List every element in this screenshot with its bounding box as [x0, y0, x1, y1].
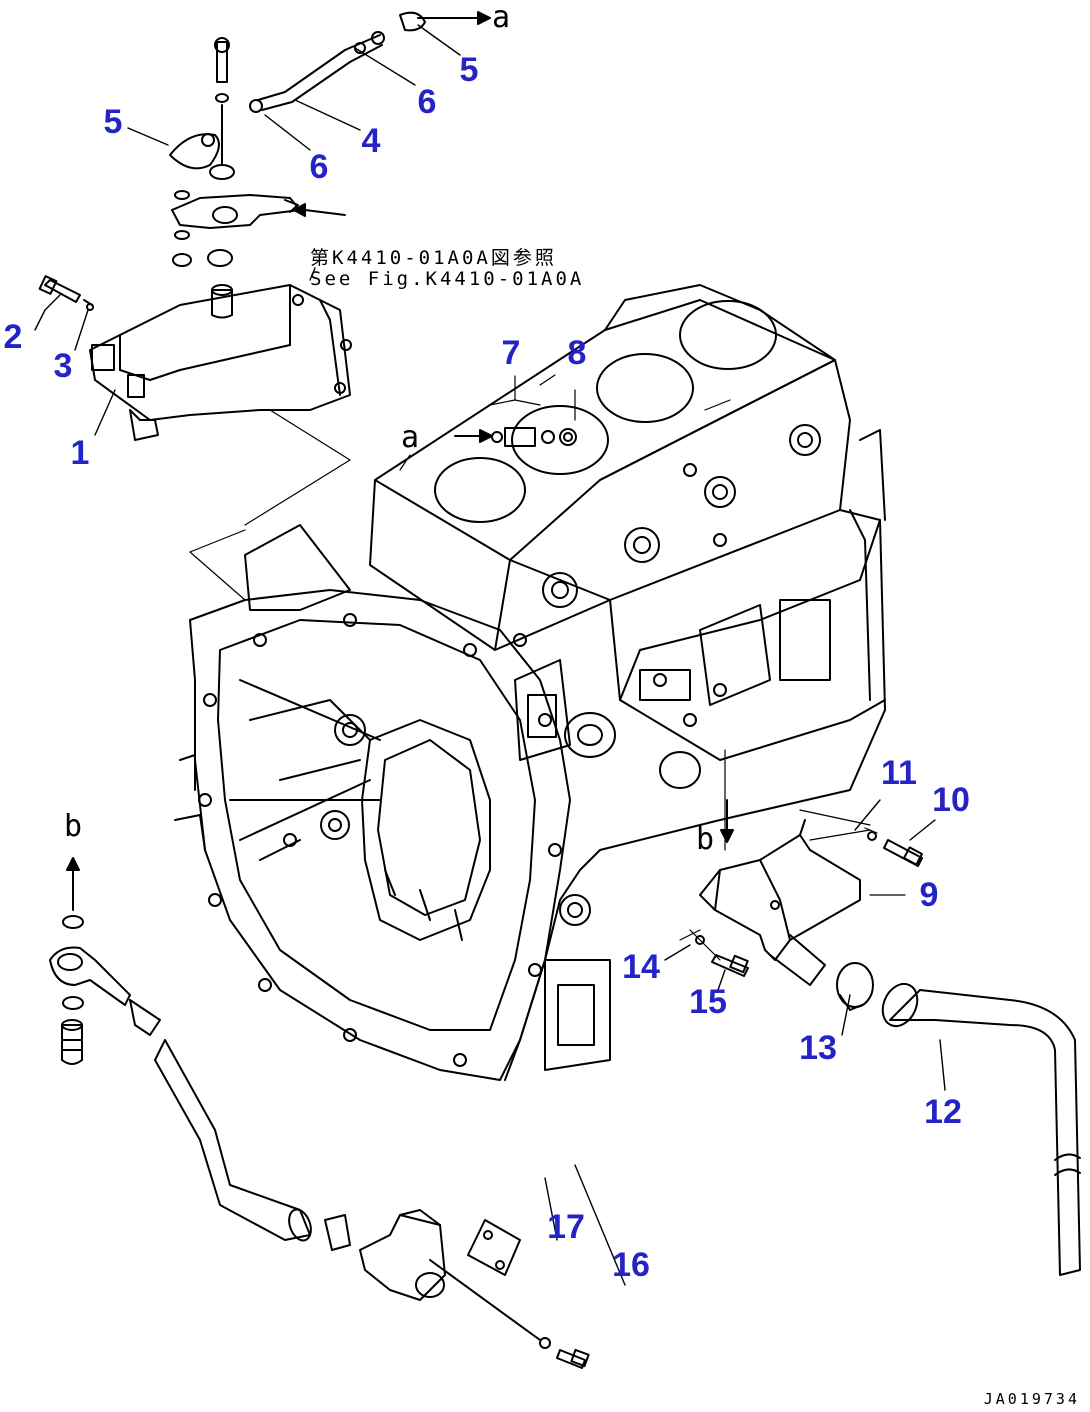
leader-lines [34, 24, 946, 1286]
callout-5-left: 5 [103, 103, 123, 141]
callout-3: 3 [53, 347, 73, 385]
hose-12 [836, 962, 1081, 1276]
callout-1: 1 [70, 434, 90, 472]
callout-10: 10 [932, 781, 970, 819]
reference-note-jp: 第K4410-01A0A図参照 [310, 247, 557, 269]
callout-13: 13 [799, 1029, 837, 1067]
callout-12: 12 [924, 1093, 962, 1131]
connection-b-left: b [63, 809, 83, 844]
callout-9: 9 [919, 876, 939, 914]
bolts-10-11-14-15 [695, 831, 923, 977]
flow-arrows [66, 11, 734, 911]
connection-a-top: a [491, 0, 511, 35]
callout-5-upper: 5 [459, 51, 479, 89]
callout-14: 14 [622, 948, 660, 986]
bolt-2-washer-3 [38, 275, 94, 311]
lower-hose [49, 915, 590, 1369]
callout-7: 7 [501, 334, 521, 372]
reference-note-en: See Fig.K4410-01A0A [310, 268, 585, 290]
callout-11: 11 [881, 754, 917, 792]
callout-16: 16 [612, 1246, 650, 1284]
callout-6-upper: 6 [417, 83, 437, 121]
bracket-9 [699, 819, 861, 986]
callout-2: 2 [3, 318, 23, 356]
callout-17: 17 [547, 1208, 585, 1246]
flywheel-housing [174, 524, 571, 1081]
callout-8: 8 [567, 334, 587, 372]
connection-b-right: b [695, 822, 715, 857]
filter-bracket [89, 284, 352, 441]
drawing-code: JA019734 [983, 1390, 1080, 1408]
fitting-7-8 [491, 427, 577, 447]
callout-4: 4 [361, 122, 381, 160]
datum-lines [189, 374, 906, 961]
callout-6-lower: 6 [309, 148, 329, 186]
connection-a-engine: a [400, 420, 420, 455]
banjo-fitting-upper [169, 11, 433, 267]
callout-15: 15 [689, 983, 727, 1021]
